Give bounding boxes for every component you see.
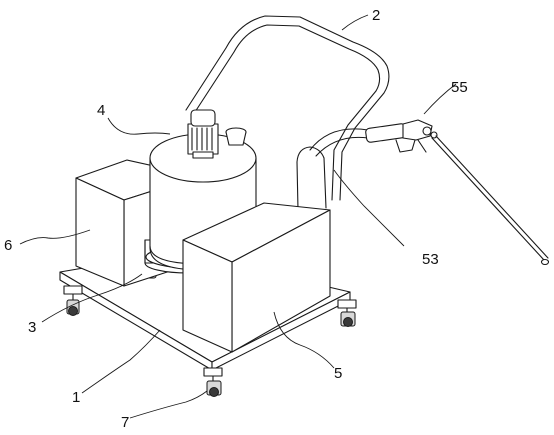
motor (187, 109, 219, 159)
handle-tube (185, 15, 390, 201)
label-7: 7 (121, 414, 129, 431)
label-2: 2 (372, 7, 380, 24)
spray-gun (365, 119, 438, 153)
label-1: 1 (72, 389, 80, 406)
label-6: 6 (4, 237, 12, 254)
caster-front (203, 367, 223, 397)
label-53: 53 (422, 251, 439, 268)
hose (309, 128, 369, 157)
leader-lines (19, 14, 457, 419)
caster-front-left (63, 285, 83, 316)
caster-right (337, 299, 357, 327)
label-55: 55 (451, 79, 468, 96)
spray-rod (431, 135, 550, 266)
right-box (182, 146, 331, 353)
label-3: 3 (28, 319, 36, 336)
label-4: 4 (97, 102, 105, 119)
reference-labels: 2 4 55 6 53 3 5 1 7 (4, 7, 468, 431)
filler-cup (225, 127, 247, 146)
label-5: 5 (334, 365, 342, 382)
